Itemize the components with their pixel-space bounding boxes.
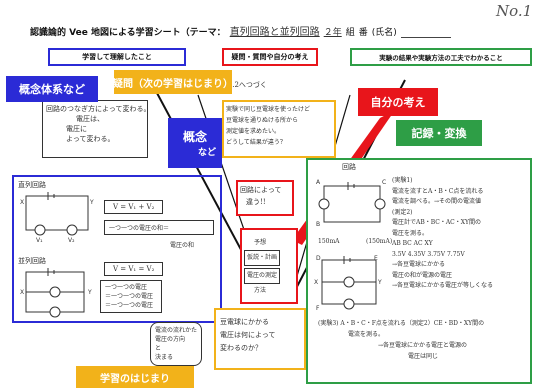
parallel-circuit-diagram: X Y: [20, 268, 92, 318]
experiment-question-box: [222, 100, 336, 158]
series-circuit-diagram: X Y V₁ V₂: [20, 192, 94, 242]
series-title: 直列回路: [18, 181, 46, 189]
svg-text:Y: Y: [87, 289, 92, 296]
center-plan-frame: [240, 228, 298, 304]
page-number: No.1: [496, 2, 533, 20]
tag-question: 疑問（次の学習はじまり）: [113, 70, 233, 94]
svg-text:E: E: [374, 255, 378, 262]
svg-text:D: D: [316, 255, 321, 262]
sheet-title: 認識論的 Vee 地図による学習シート（テーマ：: [30, 28, 226, 38]
record-circuit-1: A C B: [316, 179, 386, 228]
svg-text:X: X: [20, 289, 24, 296]
start-question-box: [214, 308, 306, 370]
experiment-question-text: 実験で同じ豆電球を使ったけど 豆電球を通りぬける所から 測定値を求めたい。 どう…: [226, 106, 311, 146]
name-underline: [400, 28, 451, 38]
left-concept-panel: [12, 175, 222, 323]
left-concept-text: 回路のつなぎ方によって変わる。 電圧は、 電圧に よって変わる。: [46, 105, 146, 143]
parallel-formula: V = V₁ = V₂: [104, 262, 164, 276]
sheet-grade: ２年: [323, 28, 342, 38]
record-circuit-2: X Y D E F: [314, 255, 382, 312]
sheet-name-label: (氏名): [371, 28, 397, 38]
tag-concept: 概念 など: [168, 118, 222, 168]
sheet-theme: 直列回路と並列回路: [229, 27, 320, 38]
own-idea-text: 回路によって 違う!!: [240, 186, 282, 206]
start-question-text: 豆電球にかかる 電圧は何によって 変わるのか？: [220, 318, 276, 352]
own-idea-box: [236, 180, 294, 216]
series-note: 一つ一つの電圧の和＝: [104, 220, 214, 235]
continue-note: No.2へつづく: [222, 81, 267, 89]
svg-text:Y: Y: [377, 279, 382, 286]
sheet-class-label: 組: [345, 28, 355, 38]
record-notes-bottom: (実験3) A・B・C・F点を流れる（測定2）CE・BD・XY間の 電流を測る。…: [318, 320, 485, 360]
svg-text:B: B: [316, 221, 320, 228]
record-ma-label-2: (150mA): [366, 238, 393, 245]
svg-text:X: X: [20, 199, 24, 206]
tag-concept-system: 概念体系など: [6, 76, 98, 102]
series-bottom-note: 電圧の和: [170, 242, 195, 249]
sheet-number-label: 番: [358, 28, 368, 38]
section-left-header: 学習して理解したこと: [48, 48, 186, 66]
svg-text:X: X: [314, 279, 318, 286]
svg-text:V₂: V₂: [68, 237, 75, 242]
svg-text:V₁: V₁: [36, 237, 43, 242]
parallel-title: 並列回路: [18, 257, 46, 265]
tag-own-idea: 自分の考え: [358, 88, 438, 116]
sheet-header: 認識論的 Vee 地図による学習シート（テーマ： 直列回路と並列回路 ２年 組 …: [30, 22, 490, 38]
section-center-header: 疑問・質問や自分の考え: [222, 48, 318, 66]
tag-start: 学習のはじまり: [76, 366, 194, 388]
record-panel-title: 回路: [342, 163, 356, 171]
svg-text:A: A: [316, 179, 321, 186]
tag-record: 記録・変換: [396, 120, 482, 146]
record-notes: (実験1) 電流を流すとA・B・C点を流れる 電流を調べる。→その間の電流値 (…: [392, 177, 494, 289]
left-concept-box: [42, 100, 148, 158]
svg-text:F: F: [316, 305, 320, 312]
bottom-left-note: 電流の流れかた 電圧の方向 と 決まる: [150, 322, 203, 366]
parallel-notes: 一つ一つの電圧 ＝一つ一つの電圧 ＝一つ一つの電圧: [100, 280, 162, 313]
record-panel: [306, 158, 532, 384]
section-right-header: 実験の結果や実験方法の工夫でわかること: [350, 48, 532, 66]
record-ma-label: 150mA: [318, 238, 340, 245]
svg-text:C: C: [382, 179, 386, 186]
series-formula: V = V₁ + V₂: [104, 200, 164, 214]
svg-text:Y: Y: [89, 199, 94, 206]
center-plan-text: 予想 仮説・計画 電圧の測定 方法: [244, 236, 281, 298]
